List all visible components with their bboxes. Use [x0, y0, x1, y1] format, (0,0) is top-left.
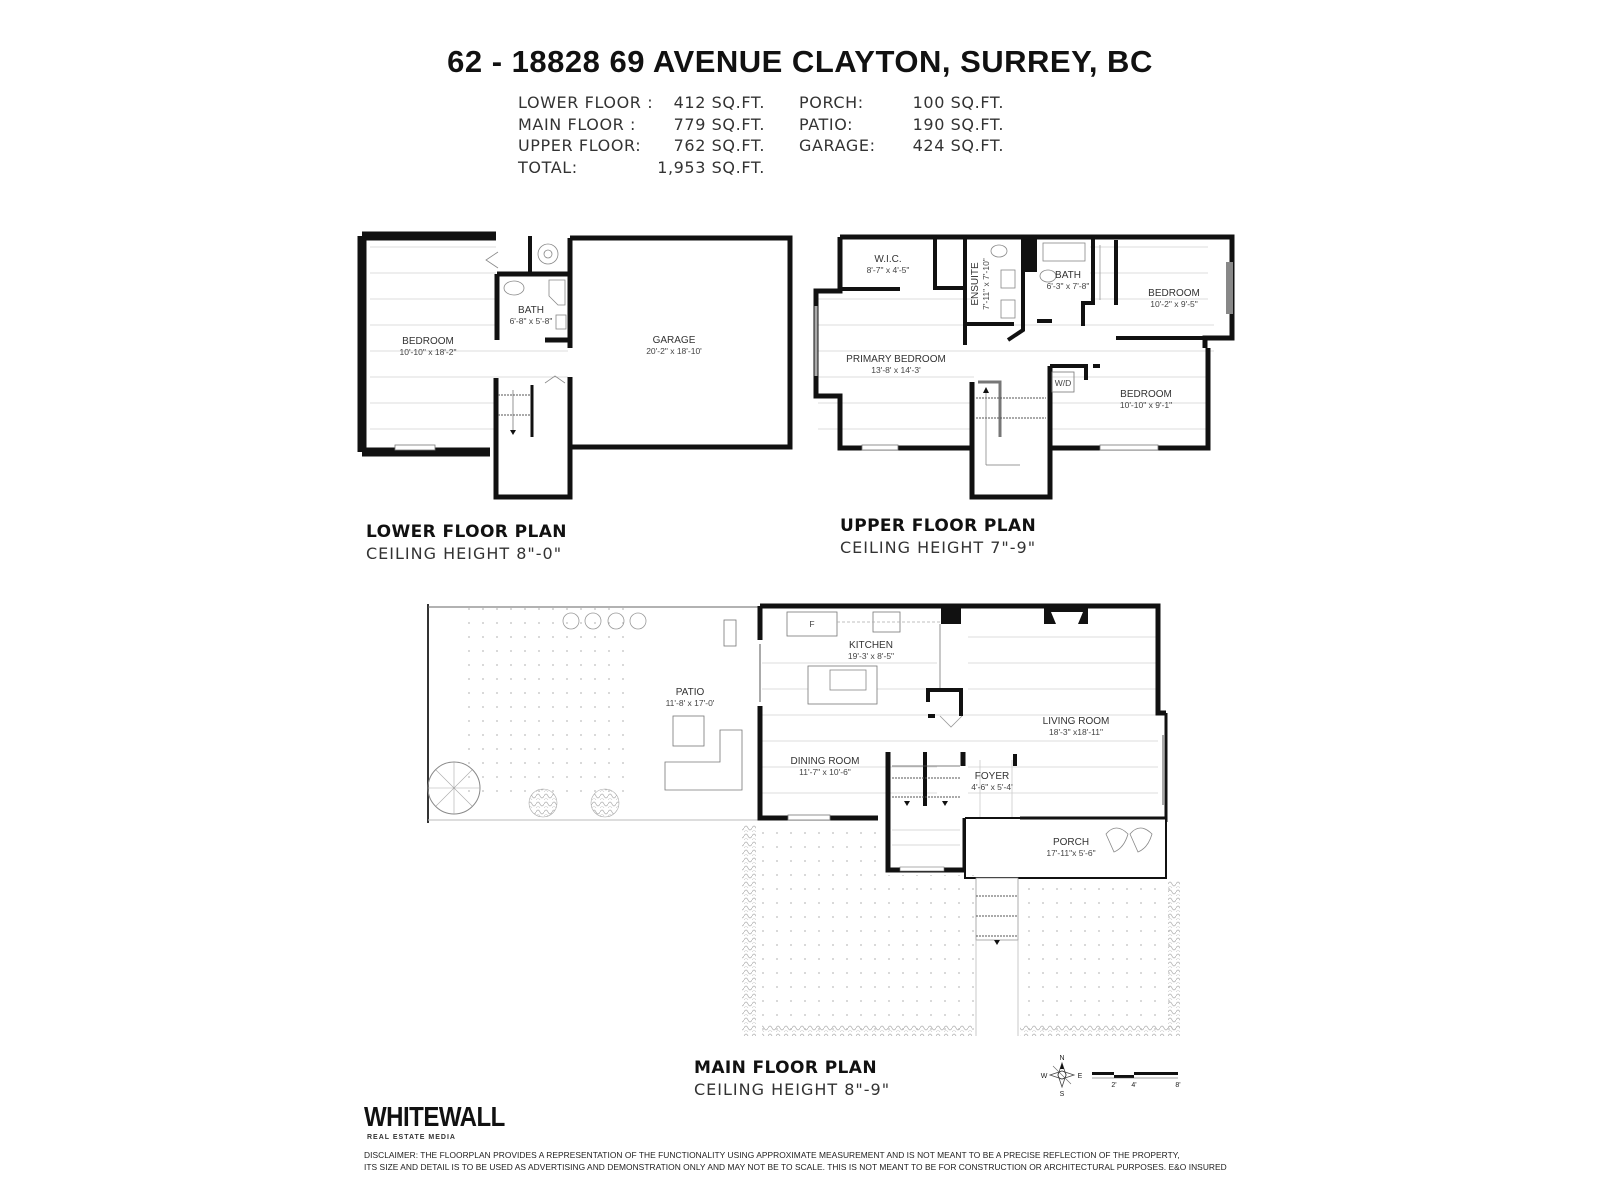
room-dimension: 10'-2" x 9'-5": [1150, 299, 1198, 309]
area-label: TOTAL:: [518, 157, 578, 177]
area-row: TOTAL: 1,953 SQ.FT.: [518, 157, 1004, 179]
lower-floor-plan: BEDROOM 10'-10" x 18'-2" BATH 6'-8" x 5'…: [357, 231, 793, 500]
area-value: 190 SQ.FT.: [912, 114, 1004, 134]
scale-tick-label: 8': [1175, 1082, 1180, 1089]
area-value: 100 SQ.FT.: [912, 93, 1004, 112]
room-dimension: 19'-3' x 8'-5": [848, 651, 894, 661]
area-label: PORCH:: [799, 93, 864, 112]
compass-east-label: E: [1078, 1073, 1083, 1080]
main-floor-plan: F: [427, 603, 1180, 1036]
room-dimension: 6'-8" x 5'-8": [510, 316, 553, 326]
room-dimension: 7'-11" x 7'-10": [981, 258, 991, 310]
logo-tagline: REAL ESTATE MEDIA: [367, 1134, 456, 1141]
room-dimension: 10'-10" x 18'-2": [399, 347, 456, 357]
ceiling-height: CEILING HEIGHT 8"-9": [694, 1080, 891, 1099]
room-label: BEDROOM: [1120, 389, 1172, 400]
room-label: W/D: [1055, 378, 1072, 388]
room-dimension: 20'-2" x 18'-10': [646, 346, 702, 356]
room-label: GARAGE: [653, 335, 696, 346]
svg-text:F: F: [809, 619, 814, 629]
room-dimension: 11'-7" x 10'-6": [799, 767, 851, 777]
upper-floor-plan: W/D W.I.C. 8'-7" x 4'-5" ENSUITE 7'-11" …: [813, 234, 1235, 500]
area-row: LOWER FLOOR : 412 SQ.FT. PORCH: 100 SQ.F…: [518, 92, 1004, 114]
disclaimer-line: ITS SIZE AND DETAIL IS TO BE USED AS ADV…: [364, 1161, 1227, 1172]
area-row: UPPER FLOOR: 762 SQ.FT. GARAGE: 424 SQ.F…: [518, 135, 1004, 157]
room-label: BEDROOM: [1148, 288, 1200, 299]
plan-title: MAIN FLOOR PLAN: [694, 1058, 877, 1078]
area-value: 412 SQ.FT.: [673, 93, 765, 112]
area-value: 1,953 SQ.FT.: [657, 157, 765, 177]
room-dimension: 17'-11"x 5'-6": [1046, 848, 1095, 858]
compass-south-label: S: [1060, 1091, 1065, 1098]
room-label: BATH: [1055, 270, 1081, 281]
plan-title: UPPER FLOOR PLAN: [840, 516, 1037, 536]
area-value: 424 SQ.FT.: [912, 136, 1004, 155]
room-dimension: 18'-3" x18'-11": [1049, 727, 1103, 737]
room-label: PRIMARY BEDROOM: [846, 354, 946, 365]
area-label: LOWER FLOOR :: [518, 93, 654, 112]
room-dimension: 8'-7" x 4'-5": [867, 265, 910, 275]
whitewall-logo: WHITEWALL REAL ESTATE MEDIA: [364, 1102, 505, 1141]
area-label: UPPER FLOOR:: [518, 136, 642, 155]
room-label: W.I.C.: [874, 254, 901, 265]
room-label: PATIO: [676, 687, 705, 698]
room-dimension: 10'-10" x 9'-1": [1120, 400, 1172, 410]
room-dimension: 6'-3" x 7'-8": [1047, 281, 1090, 291]
area-value: 779 SQ.FT.: [673, 114, 765, 134]
area-label: GARAGE:: [799, 136, 876, 155]
area-row: MAIN FLOOR : 779 SQ.FT. PATIO: 190 SQ.FT…: [518, 114, 1004, 136]
compass-rose-icon: N S E W: [1041, 1055, 1083, 1098]
compass-west-label: W: [1041, 1073, 1048, 1080]
room-label: LIVING ROOM: [1043, 716, 1110, 727]
room-label: BEDROOM: [402, 336, 454, 347]
plan-title: LOWER FLOOR PLAN: [366, 522, 567, 542]
room-label: KITCHEN: [849, 640, 893, 651]
disclaimer: DISCLAIMER: THE FLOORPLAN PROVIDES A REP…: [364, 1150, 1227, 1173]
room-label: PORCH: [1053, 837, 1089, 848]
main-floor-plan-caption: MAIN FLOOR PLAN CEILING HEIGHT 8"-9": [694, 1058, 890, 1099]
area-label: MAIN FLOOR :: [518, 114, 637, 134]
room-label: FOYER: [975, 771, 1009, 782]
scale-tick-label: 4': [1131, 1082, 1136, 1089]
room-label: DINING ROOM: [791, 756, 860, 767]
area-summary-table: LOWER FLOOR : 412 SQ.FT. PORCH: 100 SQ.F…: [518, 92, 1004, 178]
disclaimer-line: DISCLAIMER: THE FLOORPLAN PROVIDES A REP…: [364, 1150, 1180, 1160]
room-dimension: 4'-6" x 5'-4': [971, 782, 1013, 792]
scale-tick-label: 2': [1111, 1082, 1116, 1089]
ceiling-height: CEILING HEIGHT 7"-9": [840, 538, 1037, 557]
room-label: BATH: [518, 305, 544, 316]
compass-north-label: N: [1059, 1055, 1064, 1062]
room-label: ENSUITE: [970, 262, 981, 306]
room-dimension: 11'-8' x 17'-0': [666, 698, 715, 708]
upper-floor-plan-caption: UPPER FLOOR PLAN CEILING HEIGHT 7"-9": [840, 516, 1036, 557]
scale-bar: 2' 4' 8': [1092, 1072, 1181, 1089]
property-address-title: 62 - 18828 69 AVENUE CLAYTON, SURREY, BC: [447, 44, 1153, 79]
area-label: PATIO:: [799, 114, 854, 134]
lower-floor-plan-caption: LOWER FLOOR PLAN CEILING HEIGHT 8"-0": [366, 522, 567, 563]
area-value: 762 SQ.FT.: [673, 136, 765, 155]
logo-brand: WHITEWALL: [364, 1102, 505, 1134]
room-dimension: 13'-8' x 14'-3': [871, 365, 921, 375]
ceiling-height: CEILING HEIGHT 8"-0": [366, 544, 563, 563]
